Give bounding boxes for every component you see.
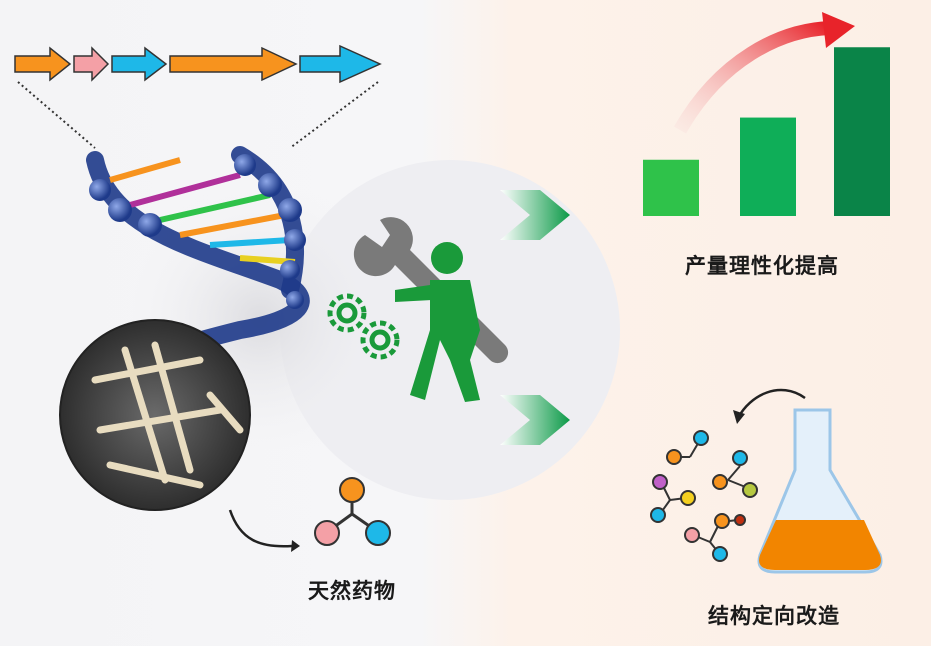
gears-icon	[327, 293, 400, 360]
yield-bar	[834, 47, 890, 216]
yield-bar-chart	[643, 47, 890, 216]
structural-modification-label: 结构定向改造	[708, 604, 840, 628]
chevron-right-icon	[500, 190, 570, 445]
natural-product-label: 天然药物	[308, 579, 396, 603]
natural-product-molecule-icon	[228, 477, 391, 552]
yield-bar	[643, 159, 699, 216]
yield-label: 产量理性化提高	[685, 254, 839, 278]
reaction-flask-icon	[733, 388, 883, 574]
engineer-with-wrench-icon	[353, 217, 509, 402]
gene-cluster	[14, 44, 382, 149]
modified-molecules-icon	[650, 430, 758, 562]
yield-bar	[740, 117, 796, 216]
growth-arrow-icon	[673, 21, 831, 134]
petri-dish-icon	[59, 319, 251, 511]
